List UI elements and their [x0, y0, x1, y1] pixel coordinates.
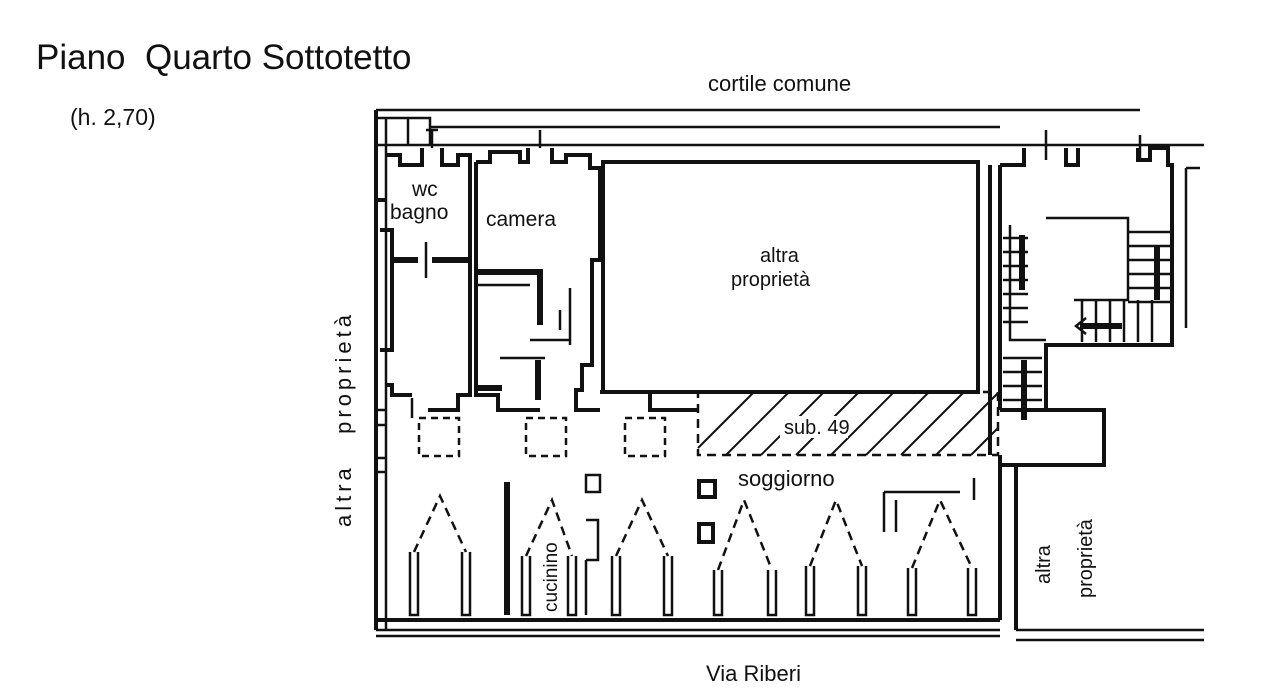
- cucinino-label: cucinino: [541, 542, 562, 612]
- camera-label: camera: [486, 208, 556, 231]
- soggiorno-partition: [882, 478, 976, 532]
- window-bays: [408, 552, 978, 617]
- left-side-label: altra proprietà: [331, 311, 356, 527]
- camera-inner-walls: [476, 283, 572, 360]
- height-note: (h. 2,70): [70, 104, 156, 130]
- bagno-label: bagno: [390, 201, 448, 224]
- wc-label: wc: [411, 178, 438, 201]
- plan-title: Piano Quarto Sottotetto: [36, 38, 412, 77]
- wc-room-walls: [378, 148, 472, 412]
- central-block: [601, 160, 980, 394]
- soggiorno-label: soggiorno: [738, 466, 835, 491]
- dashed-column-3: [623, 416, 667, 458]
- dashed-column-2: [524, 416, 568, 458]
- dashed-column-1: [417, 416, 461, 458]
- pillar-2: [697, 522, 715, 544]
- window-mark-1: [426, 128, 438, 148]
- east-wall: [998, 455, 1018, 630]
- north-wall-outer: [376, 125, 1204, 147]
- camera-room-walls: [474, 148, 602, 412]
- right-side-label: altra proprietà: [1033, 518, 1097, 598]
- stair-treads: [1003, 230, 1170, 420]
- sub-49-area: [696, 390, 1000, 457]
- central-block-label-line1: altra: [760, 245, 800, 267]
- sub-49-label: sub. 49: [784, 417, 850, 439]
- bottom-street-label: Via Riberi: [706, 661, 801, 686]
- camera-partition: [476, 269, 543, 400]
- right-side-label-line2: proprietà: [1075, 518, 1097, 598]
- cucinino-side-wall: [584, 473, 602, 615]
- right-building-line: [1184, 166, 1200, 328]
- corridor-north-wall: [600, 390, 698, 412]
- top-street-label: cortile comune: [708, 71, 851, 96]
- stair-block-walls: [988, 146, 1174, 455]
- corner-detail: [376, 116, 432, 145]
- dashed-arches: [412, 493, 974, 571]
- wall-stub: [376, 398, 414, 474]
- south-wall-outer: [376, 628, 1204, 642]
- landing-box: [1000, 408, 1106, 467]
- central-block-label-line2: proprietà: [731, 269, 811, 291]
- pillar-1: [697, 479, 717, 499]
- right-side-label-line1: altra: [1033, 544, 1055, 584]
